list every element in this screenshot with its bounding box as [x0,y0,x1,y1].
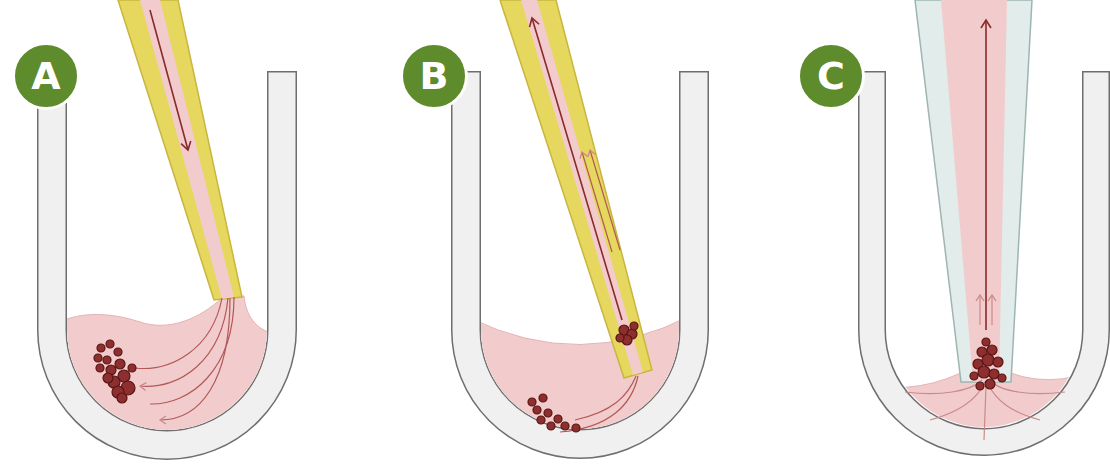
cell [982,338,990,346]
cell [982,354,994,366]
panel-letter: C [817,57,845,95]
cell [96,364,104,372]
pipette-tip-c [905,0,1065,440]
panel-letter: A [31,57,60,95]
cell [985,379,995,389]
cell [630,322,638,330]
cell [103,356,111,364]
cell [128,364,136,372]
cell [106,340,114,348]
cell [539,394,547,402]
cell [561,422,569,430]
panel-letter: B [420,57,449,95]
cell [998,374,1006,382]
cell [572,424,580,432]
cell-clusters [94,322,1006,432]
cell [554,415,562,423]
panel-badge: B [400,42,468,110]
cell [94,354,102,362]
cell [528,398,536,406]
cell [993,357,1003,367]
pipette-tip-b [500,0,652,432]
pipette-tip-a [118,0,242,420]
cell [547,422,555,430]
cell [533,406,541,414]
cell [117,393,127,403]
cell [616,334,624,342]
cell [97,344,105,352]
cell [970,372,978,380]
cell [115,359,125,369]
panel-badge: C [797,42,865,110]
cell [544,409,552,417]
cell [978,366,990,378]
cell [976,382,984,390]
cell [114,348,122,356]
cell [537,416,545,424]
panel-badge: A [12,42,80,110]
cell [103,373,113,383]
